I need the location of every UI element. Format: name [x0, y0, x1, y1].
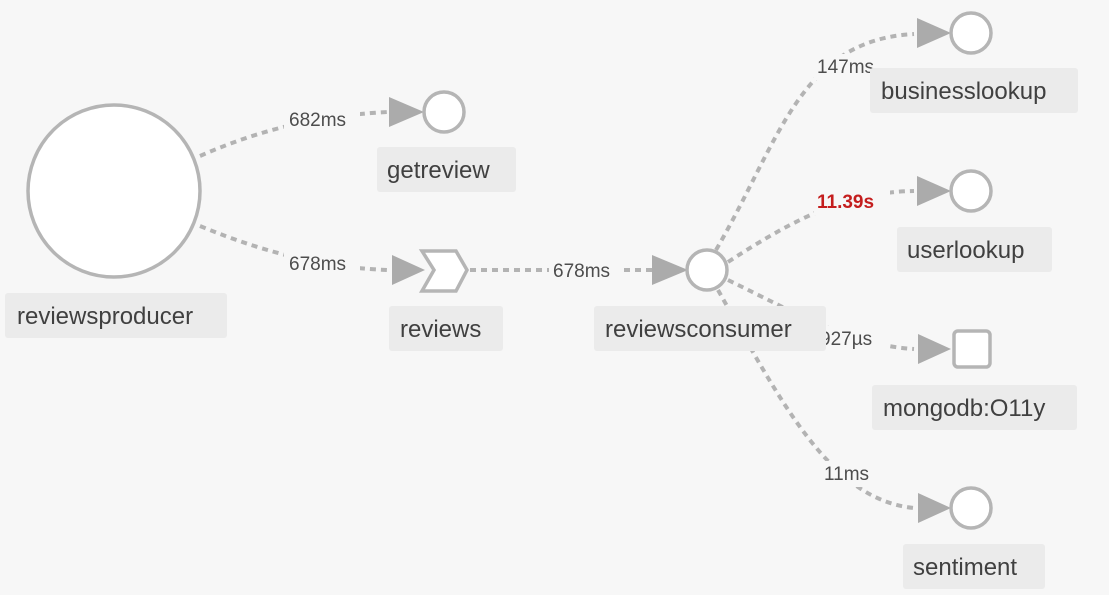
node-label: userlookup	[907, 237, 1024, 264]
arrowhead-icon	[917, 176, 951, 206]
edge-label: 11ms	[824, 464, 869, 485]
service-circle-icon	[26, 103, 202, 279]
service-circle-icon	[685, 248, 729, 292]
edge-reviews-to-consumer[interactable]: 678ms	[470, 255, 688, 285]
arrowhead-icon	[392, 255, 425, 285]
arrowhead-icon	[389, 97, 424, 127]
edge-label: 678ms	[553, 261, 610, 282]
node-sentiment[interactable]: sentiment	[903, 486, 1045, 589]
node-label: getreview	[387, 157, 490, 184]
edge-label: 927µs	[820, 329, 872, 350]
service-circle-icon	[422, 90, 466, 134]
edge-label: 682ms	[289, 110, 346, 131]
queue-chevron-icon	[418, 249, 469, 293]
node-businesslookup[interactable]: businesslookup	[870, 11, 1078, 113]
edge-label: 147ms	[817, 57, 874, 78]
arrowhead-icon	[652, 255, 688, 285]
node-reviewsproducer[interactable]: reviewsproducer	[5, 103, 227, 338]
edge-consumer-to-mongodb[interactable]: 927µs	[727, 278, 951, 364]
node-mongodb[interactable]: mongodb:O11y	[872, 329, 1077, 430]
node-label: mongodb:O11y	[883, 395, 1045, 422]
arrowhead-icon	[917, 18, 951, 48]
arrowhead-icon	[918, 493, 951, 523]
database-icon	[952, 329, 992, 369]
edge-consumer-to-businesslookup[interactable]: 147ms	[714, 18, 951, 252]
service-circle-icon	[949, 11, 993, 55]
node-label: reviewsconsumer	[605, 316, 792, 343]
node-reviews[interactable]: reviews	[389, 249, 503, 351]
edge-consumer-to-userlookup[interactable]: 11.39s	[726, 176, 951, 264]
node-label: reviewsproducer	[17, 303, 193, 330]
edge-producer-to-reviews[interactable]: 678ms	[199, 224, 425, 285]
service-circle-icon	[949, 169, 993, 213]
edge-producer-to-getreview[interactable]: 682ms	[199, 97, 424, 158]
edge-label: 678ms	[289, 254, 346, 275]
node-getreview[interactable]: getreview	[377, 90, 516, 192]
arrowhead-icon	[918, 334, 951, 364]
node-reviewsconsumer[interactable]: reviewsconsumer	[594, 248, 826, 351]
node-label: sentiment	[913, 554, 1017, 581]
node-label: businesslookup	[881, 78, 1046, 105]
node-label: reviews	[400, 316, 481, 343]
service-circle-icon	[949, 486, 993, 530]
node-userlookup[interactable]: userlookup	[897, 169, 1052, 272]
edge-label-alert: 11.39s	[817, 192, 874, 213]
